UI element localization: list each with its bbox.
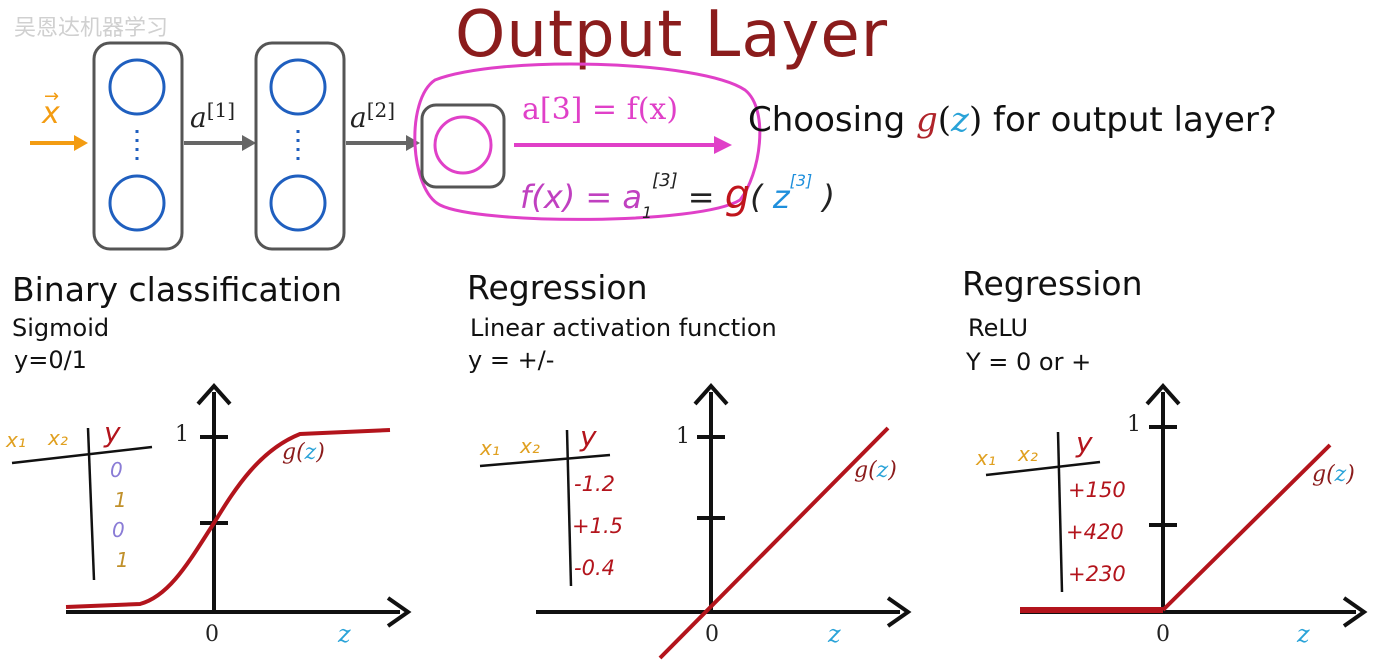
- sigmoid-graph: [11, 382, 412, 628]
- relu-table-x2: x₂: [1018, 442, 1038, 466]
- a3-equation: a[3] = f(x): [522, 92, 679, 127]
- linear-table-vline: [565, 429, 573, 587]
- layer3-box: [420, 103, 506, 189]
- watermark: 吴恩达机器学习: [14, 16, 169, 41]
- section-activation-relu: ReLU: [968, 314, 1029, 342]
- relu-origin-label: 0: [1156, 622, 1170, 647]
- sigmoid-curve-label: g(z): [282, 440, 325, 465]
- layer2-neuron-top: [269, 58, 327, 116]
- section-output-binary: y=0/1: [14, 346, 87, 374]
- linear-table-x2: x₂: [520, 434, 540, 458]
- sigmoid-curve: [65, 428, 391, 609]
- relu-table-value: +150: [1068, 478, 1126, 502]
- sigmoid-table-value: 1: [114, 488, 127, 512]
- layer2-box: [254, 41, 346, 251]
- linear-table-value: -1.2: [574, 472, 615, 496]
- linear-table-y: y: [580, 420, 597, 453]
- section-title-binary: Binary classification: [12, 270, 342, 309]
- relu-table-hline: [985, 460, 1101, 477]
- input-label: x: [42, 96, 60, 131]
- sigmoid-table-value: 0: [112, 518, 125, 542]
- layer1-neuron-bottom: [108, 174, 166, 232]
- sigmoid-x-axis-label: z: [338, 620, 351, 648]
- layer2-neuron-bottom: [269, 174, 327, 232]
- question-text: Choosing g(z) for output layer?: [748, 100, 1277, 140]
- sigmoid-tick-1-label: 1: [175, 422, 189, 447]
- section-output-relu: Y = 0 or +: [966, 348, 1092, 376]
- slide-title: Output Layer: [455, 0, 889, 72]
- layer1-neuron-top: [108, 58, 166, 116]
- linear-x-axis-label: z: [828, 620, 841, 648]
- input-vector-arrow: →: [44, 86, 60, 107]
- section-activation-sigmoid: Sigmoid: [12, 314, 110, 342]
- section-output-linear: y = +/-: [468, 346, 555, 374]
- sigmoid-table-x1: x₁: [6, 428, 26, 452]
- relu-table-vline: [1056, 431, 1064, 593]
- f-equation: f(x) = a1[3] = g( z[3] ): [520, 170, 835, 222]
- linear-table-x1: x₁: [480, 436, 500, 460]
- sigmoid-table-value: 1: [116, 548, 129, 572]
- section-title-regression-relu: Regression: [962, 264, 1143, 303]
- relu-ramp: [1161, 443, 1332, 612]
- sigmoid-table-hline: [11, 445, 153, 465]
- linear-curve-label: g(z): [854, 458, 897, 483]
- a1-label: a[1]: [190, 98, 236, 134]
- linear-curve: [658, 426, 890, 660]
- output-highlight-loop: [413, 62, 762, 221]
- relu-x-axis-label: z: [1297, 620, 1310, 648]
- linear-table-value: +1.5: [572, 514, 623, 538]
- sigmoid-table-vline: [86, 427, 96, 581]
- sigmoid-table-value: 0: [110, 458, 123, 482]
- sigmoid-table-x2: x₂: [48, 426, 68, 450]
- relu-table-value: +420: [1066, 520, 1124, 544]
- section-activation-linear: Linear activation function: [470, 314, 777, 342]
- input-arrow-head: [74, 135, 88, 151]
- sigmoid-origin-label: 0: [205, 622, 219, 647]
- linear-origin-label: 0: [705, 622, 719, 647]
- sigmoid-table-y: y: [104, 416, 121, 449]
- relu-table-y: y: [1076, 426, 1093, 459]
- layer1-box: [92, 41, 184, 251]
- section-title-regression-linear: Regression: [467, 268, 648, 307]
- relu-graph: [985, 382, 1368, 628]
- linear-graph: [479, 382, 912, 660]
- relu-table-value: +230: [1068, 562, 1126, 586]
- linear-table-value: -0.4: [574, 556, 615, 580]
- relu-tick-1-label: 1: [1127, 412, 1141, 437]
- relu-curve-label: g(z): [1312, 462, 1355, 487]
- relu-table-x1: x₁: [976, 446, 996, 470]
- linear-table-hline: [479, 453, 611, 468]
- linear-tick-1-label: 1: [676, 424, 690, 449]
- output-neuron: [433, 115, 493, 175]
- a2-label: a[2]: [350, 98, 396, 134]
